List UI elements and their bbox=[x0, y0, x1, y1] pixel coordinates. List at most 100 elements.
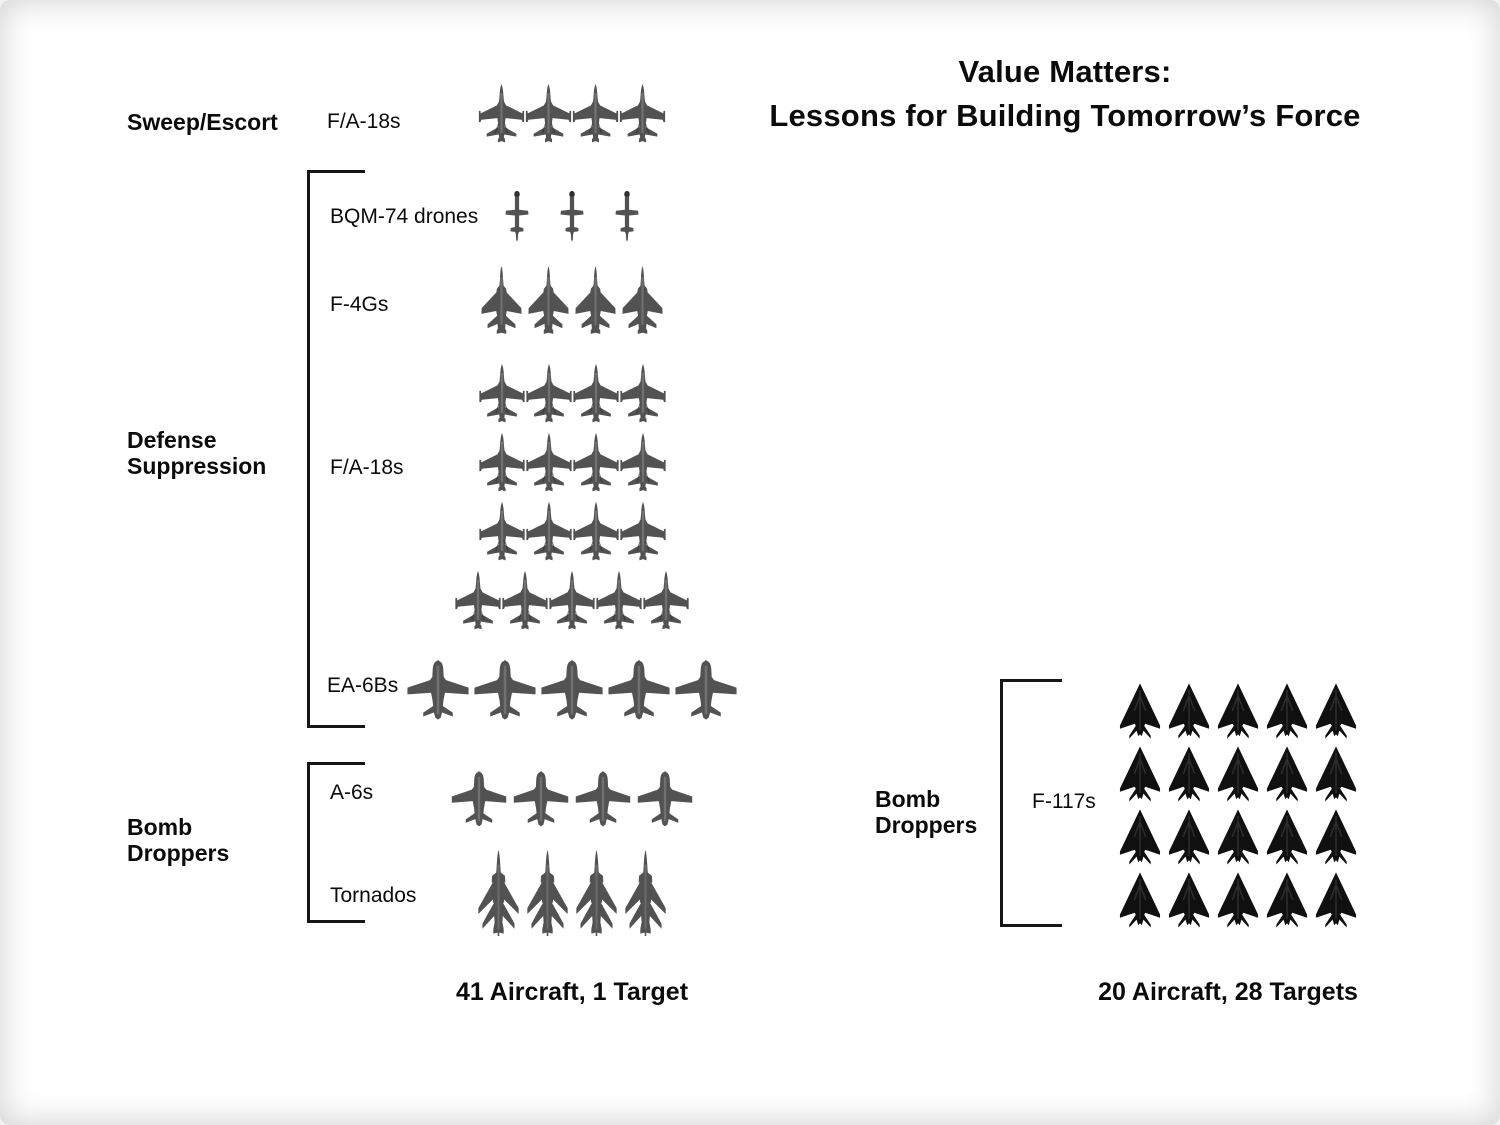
ea6b-aircraft-icon bbox=[473, 657, 537, 723]
fa18-aircraft-icon bbox=[620, 363, 666, 425]
fa18-aircraft-icon bbox=[479, 501, 525, 563]
tornado-aircraft-icon bbox=[524, 849, 571, 937]
ea6b-aircraft-icon bbox=[607, 657, 671, 723]
aircraft-type-label-f117: F-117s bbox=[1032, 790, 1096, 813]
fa18-aircraft-icon bbox=[526, 83, 572, 145]
ea6b-aircraft-icon bbox=[406, 657, 470, 723]
fa18-aircraft-icon bbox=[573, 501, 619, 563]
group-label-bomb-droppers-left: Bomb Droppers bbox=[127, 814, 230, 866]
fa18-aircraft-icon bbox=[596, 570, 642, 632]
f117-aircraft-icon bbox=[1266, 871, 1308, 929]
bomb-droppers-right-bracket bbox=[1000, 679, 1062, 927]
fa18-icon-row bbox=[455, 570, 689, 632]
fa18-aircraft-icon bbox=[502, 570, 548, 632]
f117-flights bbox=[1119, 682, 1357, 929]
f4g-aircraft-icon bbox=[528, 265, 570, 337]
f4g-icon-row bbox=[481, 265, 664, 337]
sweep-escort-fa18-flight bbox=[479, 83, 666, 145]
fa18-icon-row bbox=[479, 501, 666, 563]
f117-icon-row bbox=[1119, 808, 1357, 866]
tornado-aircraft-icon bbox=[573, 849, 620, 937]
f117-icon-row bbox=[1119, 871, 1357, 929]
fa18-icon-row bbox=[479, 363, 666, 425]
f4g-flight bbox=[481, 265, 664, 337]
f117-aircraft-icon bbox=[1217, 871, 1259, 929]
a6-aircraft-icon bbox=[513, 769, 570, 830]
group-label-sweep-escort: Sweep/Escort bbox=[127, 109, 278, 135]
fa18-aircraft-icon bbox=[479, 432, 525, 494]
f117-aircraft-icon bbox=[1119, 682, 1161, 740]
fa18-aircraft-icon bbox=[573, 363, 619, 425]
ea6b-icon-row bbox=[406, 657, 738, 723]
f117-aircraft-icon bbox=[1315, 745, 1357, 803]
fa18-aircraft-icon bbox=[643, 570, 689, 632]
f117-aircraft-icon bbox=[1119, 745, 1161, 803]
fa18-aircraft-icon bbox=[620, 501, 666, 563]
bomb-droppers-left-bracket bbox=[307, 762, 365, 923]
fa18-aircraft-icon bbox=[526, 432, 572, 494]
defense-fa18-flights bbox=[455, 363, 689, 632]
f117-aircraft-icon bbox=[1168, 745, 1210, 803]
f117-aircraft-icon bbox=[1315, 871, 1357, 929]
right-caption: 20 Aircraft, 28 Targets bbox=[1098, 978, 1358, 1006]
bqm74-icon-row bbox=[505, 190, 640, 242]
f117-aircraft-icon bbox=[1217, 682, 1259, 740]
f117-icon-row bbox=[1119, 745, 1357, 803]
aircraft-type-label-ea6b: EA-6Bs bbox=[327, 674, 399, 697]
group-label-defense-suppression: Defense Suppression bbox=[127, 427, 267, 479]
a6-icon-row bbox=[451, 769, 694, 830]
defense-suppression-bracket bbox=[307, 170, 365, 728]
f117-aircraft-icon bbox=[1266, 682, 1308, 740]
a6-flight bbox=[451, 769, 694, 830]
f4g-aircraft-icon bbox=[481, 265, 523, 337]
aircraft-type-label-tornado: Tornados bbox=[330, 884, 417, 907]
page-title: Value Matters: Lessons for Building Tomo… bbox=[769, 54, 1361, 133]
f4g-aircraft-icon bbox=[622, 265, 664, 337]
left-caption: 41 Aircraft, 1 Target bbox=[455, 978, 689, 1006]
bqm74-aircraft-icon bbox=[615, 190, 640, 242]
a6-aircraft-icon bbox=[451, 769, 508, 830]
f4g-aircraft-icon bbox=[575, 265, 617, 337]
fa18-aircraft-icon bbox=[549, 570, 595, 632]
aircraft-type-label-sweep-fa18: F/A-18s bbox=[327, 110, 401, 133]
fa18-aircraft-icon bbox=[620, 432, 666, 494]
f117-aircraft-icon bbox=[1168, 808, 1210, 866]
group-label-bomb-droppers-right: Bomb Droppers bbox=[875, 786, 978, 838]
f117-aircraft-icon bbox=[1217, 745, 1259, 803]
f117-aircraft-icon bbox=[1119, 808, 1161, 866]
tornado-icon-row bbox=[475, 849, 669, 937]
fa18-aircraft-icon bbox=[479, 363, 525, 425]
f117-aircraft-icon bbox=[1217, 808, 1259, 866]
fa18-aircraft-icon bbox=[455, 570, 501, 632]
f117-aircraft-icon bbox=[1119, 871, 1161, 929]
tornado-aircraft-icon bbox=[622, 849, 669, 937]
fa18-aircraft-icon bbox=[620, 83, 666, 145]
tornado-aircraft-icon bbox=[475, 849, 522, 937]
tornado-flight bbox=[475, 849, 669, 937]
aircraft-type-label-defense-fa18: F/A-18s bbox=[330, 456, 404, 479]
fa18-aircraft-icon bbox=[479, 83, 525, 145]
aircraft-type-label-bqm74: BQM-74 drones bbox=[330, 205, 479, 228]
ea6b-aircraft-icon bbox=[540, 657, 604, 723]
a6-aircraft-icon bbox=[575, 769, 632, 830]
bqm74-aircraft-icon bbox=[505, 190, 530, 242]
f117-aircraft-icon bbox=[1315, 808, 1357, 866]
fa18-icon-row bbox=[479, 83, 666, 145]
f117-aircraft-icon bbox=[1266, 745, 1308, 803]
a6-aircraft-icon bbox=[637, 769, 694, 830]
f117-icon-row bbox=[1119, 682, 1357, 740]
fa18-aircraft-icon bbox=[526, 363, 572, 425]
ea6b-flight bbox=[406, 657, 738, 723]
bqm74-drone-flight bbox=[505, 190, 640, 242]
bqm74-aircraft-icon bbox=[560, 190, 585, 242]
f117-aircraft-icon bbox=[1168, 871, 1210, 929]
f117-aircraft-icon bbox=[1168, 682, 1210, 740]
fa18-icon-row bbox=[479, 432, 666, 494]
aircraft-type-label-a6: A-6s bbox=[330, 781, 374, 804]
ea6b-aircraft-icon bbox=[674, 657, 738, 723]
fa18-aircraft-icon bbox=[573, 83, 619, 145]
fa18-aircraft-icon bbox=[573, 432, 619, 494]
f117-aircraft-icon bbox=[1315, 682, 1357, 740]
aircraft-type-label-f4g: F-4Gs bbox=[330, 293, 389, 316]
